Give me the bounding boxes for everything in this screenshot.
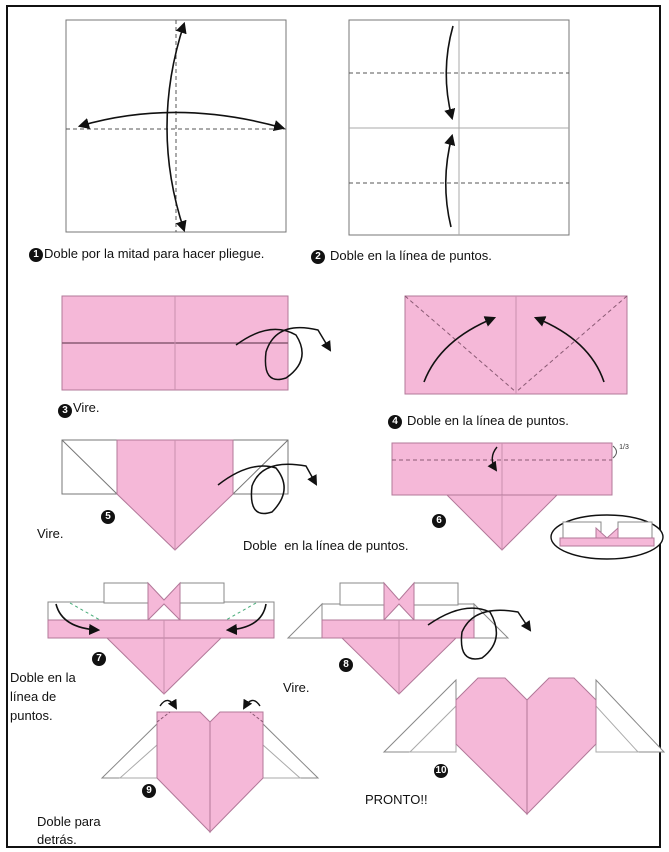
one-third-fraction: 1/3 bbox=[619, 444, 629, 451]
step-10-label: PRONTO!! bbox=[365, 792, 428, 807]
step-8-figure bbox=[286, 581, 532, 695]
step-3-figure bbox=[61, 295, 332, 391]
diagram-frame bbox=[6, 5, 661, 848]
step-number-2: 2 bbox=[311, 250, 325, 264]
step-number-9: 9 bbox=[142, 784, 156, 798]
step-number-3: 3 bbox=[58, 404, 72, 418]
step-10-figure bbox=[382, 677, 666, 816]
step-2-figure bbox=[348, 19, 570, 236]
step-7-label-line-2: línea de bbox=[10, 689, 57, 704]
step-number-6: 6 bbox=[432, 514, 446, 528]
step-1-figure bbox=[65, 19, 287, 233]
step-number-7: 7 bbox=[92, 652, 106, 666]
step-4-label: Doble en la línea de puntos. bbox=[407, 413, 569, 428]
step-7-label-line-1: Doble en la bbox=[10, 670, 76, 685]
step-6-figure bbox=[391, 442, 664, 560]
step-1-label: Doble por la mitad para hacer pliegue. bbox=[44, 246, 265, 261]
step-8-label: Vire. bbox=[283, 680, 310, 695]
step-number-10: 10 bbox=[434, 764, 448, 778]
step-number-8: 8 bbox=[339, 658, 353, 672]
step-6-label: Doble en la línea de puntos. bbox=[243, 538, 409, 553]
step-9-figure bbox=[100, 698, 320, 834]
horizontal-fold-arrow bbox=[77, 111, 286, 131]
step-number-4: 4 bbox=[388, 415, 402, 429]
step-5-figure bbox=[61, 439, 318, 551]
step-2-label: Doble en la línea de puntos. bbox=[330, 248, 492, 263]
step-9-label-line-2: detrás. bbox=[37, 832, 77, 847]
step-9-label-line-1: Doble para bbox=[37, 814, 101, 829]
step-3-label: Vire. bbox=[73, 400, 100, 415]
step-7-label-line-3: puntos. bbox=[10, 708, 53, 723]
step-number-5: 5 bbox=[101, 510, 115, 524]
step-7-figure bbox=[47, 581, 275, 695]
step-number-1: 1 bbox=[29, 248, 43, 262]
step-5-label: Vire. bbox=[37, 526, 64, 541]
step-4-figure bbox=[404, 295, 628, 395]
